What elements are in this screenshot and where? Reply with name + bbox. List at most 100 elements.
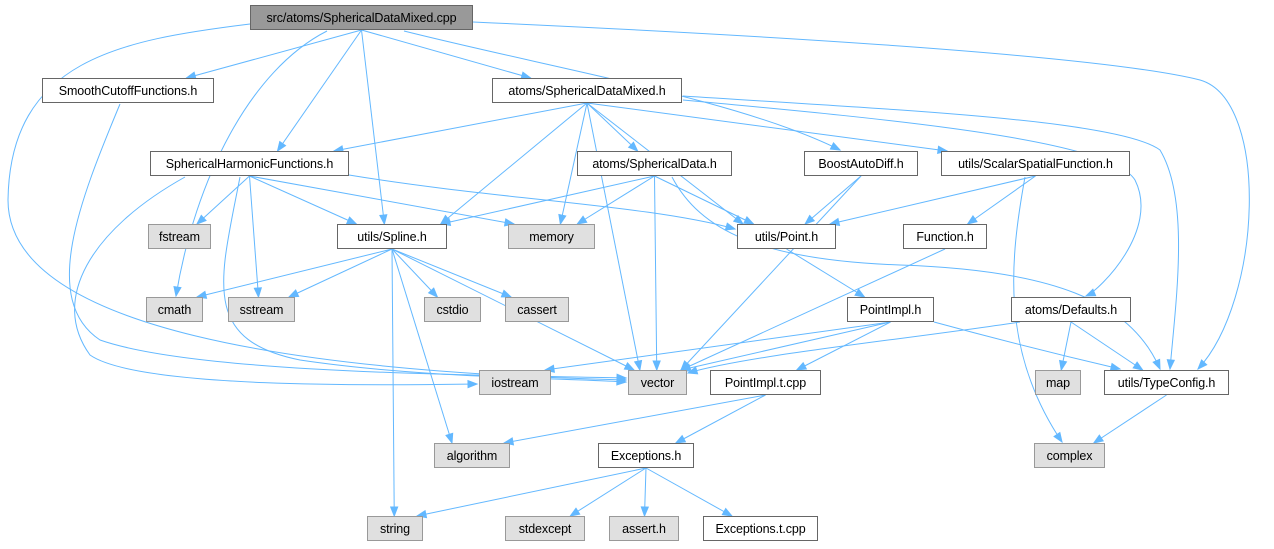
node-utils-scalar-spatial-function-h[interactable]: utils/ScalarSpatialFunction.h xyxy=(941,151,1130,176)
edge-line xyxy=(829,175,1036,225)
node-atoms-spherical-data-h[interactable]: atoms/SphericalData.h xyxy=(577,151,732,176)
edge-arrowhead xyxy=(427,287,439,299)
edge-line xyxy=(680,321,891,371)
edge-arrowhead xyxy=(1084,288,1097,297)
edge-line xyxy=(586,102,641,371)
edge-arrowhead xyxy=(686,366,699,375)
node-spherical-harmonic-functions-h[interactable]: SphericalHarmonicFunctions.h xyxy=(150,151,349,176)
edge-line xyxy=(586,102,948,152)
edge-pointimpl-to-typeconfig xyxy=(933,321,1122,371)
edge-line xyxy=(682,95,1179,370)
edge-arrowhead xyxy=(674,434,687,444)
edge-point-to-pointimpl xyxy=(786,248,866,298)
edge-line xyxy=(472,21,1250,370)
edge-arrowhead xyxy=(173,285,182,298)
node-smooth-cutoff-functions-h[interactable]: SmoothCutoffFunctions.h xyxy=(42,78,214,103)
edge-exceptions-to-asserth xyxy=(640,467,650,518)
node-stdexcept: stdexcept xyxy=(505,516,585,541)
edge-defaults-to-typeconfig xyxy=(1070,321,1144,371)
edge-line xyxy=(804,175,862,225)
node-exceptions-t-cpp[interactable]: Exceptions.t.cpp xyxy=(703,516,818,541)
node-boost-auto-diff-h[interactable]: BoostAutoDiff.h xyxy=(804,151,918,176)
edge-arrowhead xyxy=(569,507,581,517)
edge-arrowhead xyxy=(1109,362,1122,371)
edge-shf-to-point xyxy=(348,174,737,231)
node-root-spherical-data-mixed-cpp: src/atoms/SphericalDataMixed.cpp xyxy=(250,5,473,30)
edge-line xyxy=(786,248,865,298)
edge-arrowhead xyxy=(445,432,454,445)
node-atoms-defaults-h[interactable]: atoms/Defaults.h xyxy=(1011,297,1131,322)
edge-arrowhead xyxy=(558,213,567,226)
edge-arrowhead xyxy=(1152,358,1161,371)
edge-line xyxy=(391,248,453,444)
edge-root-to-shf xyxy=(276,29,362,153)
edge-arrowhead xyxy=(854,288,866,298)
edge-sdata-to-vector xyxy=(652,175,661,372)
edge-line xyxy=(586,102,638,152)
node-exceptions-h[interactable]: Exceptions.h xyxy=(598,443,694,468)
edge-arrowhead xyxy=(795,361,808,371)
edge-root-to-cmath xyxy=(173,30,328,298)
edge-arrowhead xyxy=(721,507,734,517)
edge-arrowhead xyxy=(1053,431,1063,444)
edge-arrowhead xyxy=(1092,434,1105,444)
node-map: map xyxy=(1035,370,1081,395)
edge-arrowhead xyxy=(966,215,978,225)
edge-exceptions-to-exceptions_t xyxy=(645,467,734,517)
edge-line xyxy=(249,175,259,298)
edge-typeconfig-to-complex xyxy=(1092,394,1167,444)
edge-shf-to-fstream xyxy=(195,175,250,225)
edge-sdata-to-memory xyxy=(576,175,655,225)
edge-line xyxy=(361,29,531,79)
edge-boost-to-point xyxy=(804,175,862,225)
edge-shf-to-spline xyxy=(249,175,358,225)
edge-shf-to-sstream xyxy=(249,175,263,299)
edge-arrowhead xyxy=(732,214,745,225)
edge-arrowhead xyxy=(389,506,399,518)
node-point-impl-h[interactable]: PointImpl.h xyxy=(847,297,934,322)
edge-line xyxy=(288,248,393,298)
node-algorithm: algorithm xyxy=(434,443,510,468)
edge-line xyxy=(933,321,1121,370)
edge-line xyxy=(277,29,362,152)
node-memory: memory xyxy=(508,224,595,249)
edge-arrowhead xyxy=(652,360,661,372)
edge-spline-to-cstdio xyxy=(391,248,439,299)
edge-pointimpl_t-to-exceptions xyxy=(674,394,766,444)
edge-arrowhead xyxy=(467,379,479,389)
edge-line xyxy=(569,467,647,517)
edge-arrowhead xyxy=(1197,359,1208,371)
node-iostream: iostream xyxy=(479,370,551,395)
node-atoms-spherical-data-mixed-h[interactable]: atoms/SphericalDataMixed.h xyxy=(492,78,682,103)
edge-arrowhead xyxy=(743,216,755,225)
edge-line xyxy=(361,29,385,225)
node-utils-type-config-h[interactable]: utils/TypeConfig.h xyxy=(1104,370,1229,395)
edge-line xyxy=(186,29,362,79)
edge-arrowhead xyxy=(379,214,388,226)
node-point-impl-t-cpp[interactable]: PointImpl.t.cpp xyxy=(710,370,821,395)
edge-arrowhead xyxy=(804,214,816,225)
node-function-h[interactable]: Function.h xyxy=(903,224,987,249)
node-cmath: cmath xyxy=(146,297,203,322)
node-utils-point-h[interactable]: utils/Point.h xyxy=(737,224,836,249)
edge-line xyxy=(175,30,328,297)
edge-spline-to-string xyxy=(389,248,399,518)
edge-line xyxy=(680,175,862,371)
edge-defaults-to-vector xyxy=(686,321,1021,375)
edge-root-to-spline xyxy=(361,29,388,226)
edge-root-to-sdm_h xyxy=(361,29,532,80)
edge-line xyxy=(576,175,655,225)
edge-arrowhead xyxy=(623,361,636,371)
edge-arrowhead xyxy=(345,216,358,225)
node-utils-spline-h[interactable]: utils/Spline.h xyxy=(337,224,447,249)
edge-arrowhead xyxy=(724,222,737,231)
node-vector: vector xyxy=(628,370,687,395)
edge-line xyxy=(196,175,250,225)
edge-spline-to-algorithm xyxy=(391,248,454,445)
edge-line xyxy=(645,467,733,517)
edge-arrowhead xyxy=(633,359,643,372)
edge-line xyxy=(654,175,658,371)
edge-arrowhead xyxy=(287,289,300,298)
edge-arrowhead xyxy=(1132,361,1144,371)
